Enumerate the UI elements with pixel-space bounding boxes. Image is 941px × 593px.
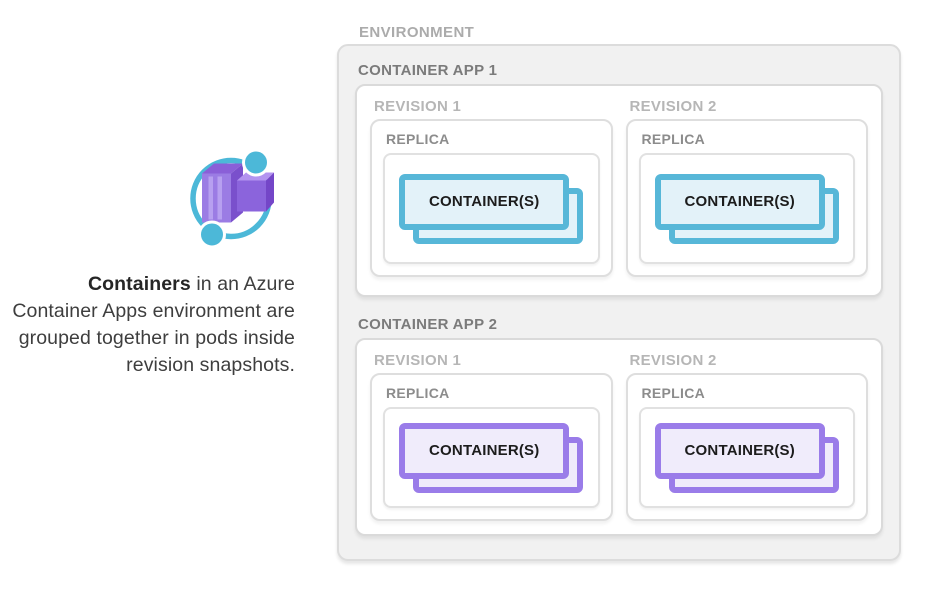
- revision-column: REVISION 1 REPLICA CONTAINER(S): [370, 86, 613, 295]
- revision-box: REPLICA CONTAINER(S): [370, 119, 613, 277]
- replica-label: REPLICA: [386, 131, 450, 147]
- container-box-front: CONTAINER(S): [399, 173, 570, 230]
- environment-label: ENVIRONMENT: [359, 24, 475, 41]
- container-app-1-section: CONTAINER APP 1 REVISION 1 REPLICA CONTA…: [355, 62, 883, 297]
- revision-column: REVISION 2 REPLICA CONTAINER(S): [625, 340, 868, 534]
- container-stack: CONTAINER(S): [654, 422, 839, 493]
- revision-label: REVISION 2: [629, 98, 717, 115]
- azure-container-apps-icon: [185, 147, 281, 249]
- container-box-front: CONTAINER(S): [654, 173, 825, 230]
- container-app-1-box: REVISION 1 REPLICA CONTAINER(S) REVISION…: [355, 84, 883, 297]
- replica-label: REPLICA: [386, 385, 450, 401]
- replica-box: CONTAINER(S): [383, 153, 600, 264]
- caption-bold-word: Containers: [87, 273, 191, 295]
- replica-label: REPLICA: [641, 385, 706, 401]
- replica-box: CONTAINER(S): [638, 153, 855, 264]
- revision-box: REPLICA CONTAINER(S): [370, 373, 613, 521]
- container-app-2-label: CONTAINER APP 2: [358, 316, 498, 333]
- revision-box: REPLICA CONTAINER(S): [625, 373, 868, 521]
- revision-label: REVISION 2: [629, 352, 717, 369]
- revision-label: REVISION 1: [374, 352, 462, 369]
- container-stack: CONTAINER(S): [654, 173, 839, 244]
- container-stack: CONTAINER(S): [399, 173, 584, 244]
- container-box-front: CONTAINER(S): [654, 422, 825, 479]
- replica-box: CONTAINER(S): [638, 407, 855, 508]
- revision-box: REPLICA CONTAINER(S): [625, 119, 868, 277]
- caption-rest: in an Azure Container Apps environment a…: [12, 273, 295, 376]
- revision-label: REVISION 1: [374, 98, 462, 115]
- caption-text: Containers in an Azure Container Apps en…: [6, 271, 295, 379]
- container-apps-icon-svg: [190, 148, 274, 249]
- environment-box: CONTAINER APP 1 REVISION 1 REPLICA CONTA…: [337, 44, 901, 561]
- container-app-1-label: CONTAINER APP 1: [358, 62, 498, 79]
- revision-column: REVISION 1 REPLICA CONTAINER(S): [370, 340, 613, 534]
- replica-box: CONTAINER(S): [383, 407, 600, 508]
- container-stack: CONTAINER(S): [399, 422, 584, 493]
- revision-column: REVISION 2 REPLICA CONTAINER(S): [625, 86, 868, 295]
- container-box-front: CONTAINER(S): [399, 422, 570, 479]
- container-app-2-box: REVISION 1 REPLICA CONTAINER(S) REVISION…: [355, 338, 883, 536]
- container-app-2-section: CONTAINER APP 2 REVISION 1 REPLICA CONTA…: [355, 316, 883, 536]
- replica-label: REPLICA: [641, 131, 706, 147]
